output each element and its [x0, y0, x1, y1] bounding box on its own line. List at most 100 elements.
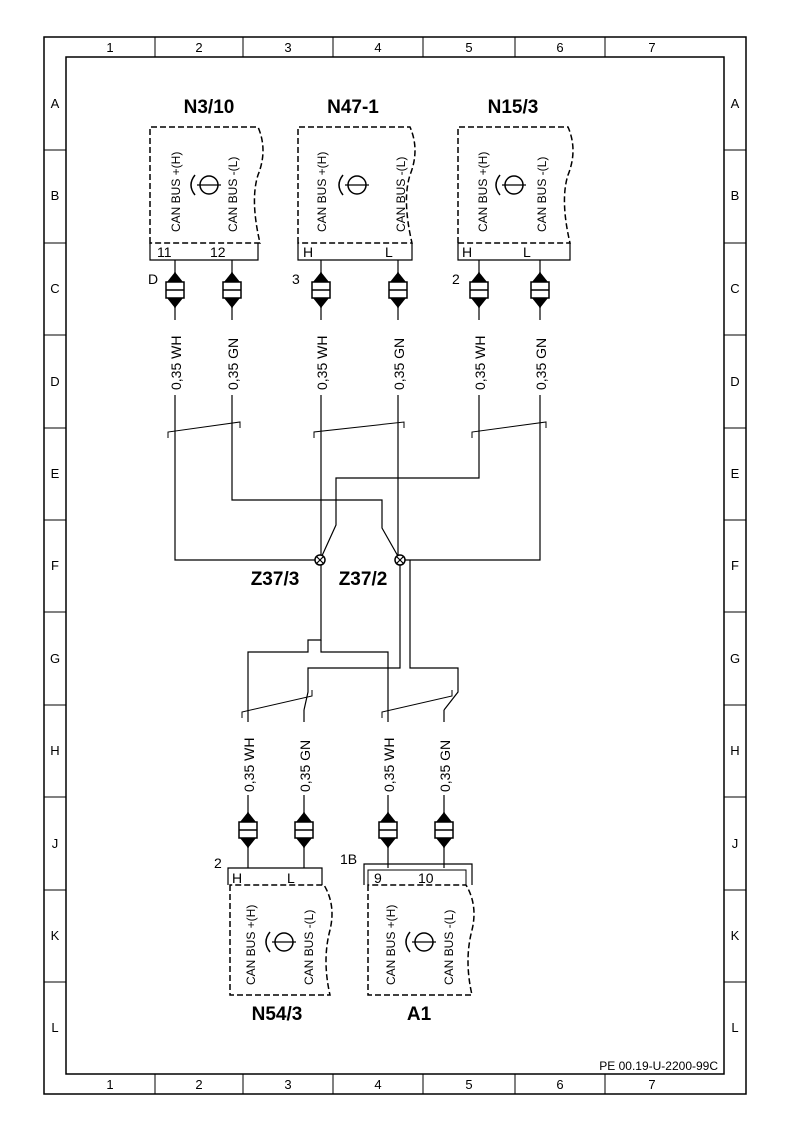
twisted-pair-marker	[167, 421, 547, 718]
module-name-a1: A1	[407, 1004, 432, 1025]
col-label-bottom: 6	[556, 1077, 563, 1092]
bus-low-label: CAN BUS -(L)	[302, 910, 316, 985]
row-label-left: D	[50, 374, 59, 389]
pin-high-n47-1: H	[303, 244, 313, 260]
bus-low-label: CAN BUS -(L)	[535, 157, 549, 232]
wire-label-gn: 0,35 GN	[533, 338, 549, 390]
splice-point-icon	[394, 554, 406, 566]
col-label-bottom: 5	[465, 1077, 472, 1092]
pin-low-n3-10: 12	[210, 244, 226, 260]
row-label-right: B	[731, 188, 740, 203]
pin-low-n47-1: L	[385, 244, 393, 260]
pin-high-n15-3: H	[462, 244, 472, 260]
wire-label-wh: 0,35 WH	[241, 738, 257, 792]
col-label-bottom: 1	[106, 1077, 113, 1092]
col-label-top: 1	[106, 40, 113, 55]
wire-label-wh: 0,35 WH	[472, 336, 488, 390]
wire-label-gn: 0,35 GN	[437, 740, 453, 792]
row-label-right: C	[730, 281, 739, 296]
plug-connector-icon	[238, 811, 258, 849]
col-label-bottom: 2	[195, 1077, 202, 1092]
connector-label-n15-3: 2	[452, 271, 460, 287]
pin-low-n54-3: L	[287, 870, 295, 886]
plug-connector-icon	[311, 271, 331, 309]
wire-label-wh: 0,35 WH	[314, 336, 330, 390]
col-label-bottom: 7	[648, 1077, 655, 1092]
row-label-left: A	[51, 96, 60, 111]
bus-high-label: CAN BUS +(H)	[169, 152, 183, 232]
bus-low-label: CAN BUS -(L)	[394, 157, 408, 232]
sheet-border	[43, 36, 747, 1095]
plug-connector-icon	[165, 271, 185, 309]
plug-connector-icon	[222, 271, 242, 309]
control-unit-symbol-icon	[338, 174, 370, 196]
plug-connector-icon	[378, 811, 398, 849]
bus-high-label: CAN BUS +(H)	[476, 152, 490, 232]
pin-high-n3-10: 11	[157, 244, 172, 260]
row-label-right: J	[732, 836, 739, 851]
plug-connector-icon	[388, 271, 408, 309]
splice-point-icon	[314, 554, 326, 566]
plug-connector-icon	[434, 811, 454, 849]
document-number: PE 00.19-U-2200-99C	[599, 1059, 718, 1073]
row-label-right: H	[730, 743, 739, 758]
row-label-left: G	[50, 651, 60, 666]
wire-network	[174, 260, 541, 868]
wire-label-wh: 0,35 WH	[168, 336, 184, 390]
row-label-right: G	[730, 651, 740, 666]
connector-label-a1: 1B	[340, 851, 357, 867]
col-label-top: 6	[556, 40, 563, 55]
control-unit-symbol-icon	[405, 931, 437, 953]
wire-label-wh: 0,35 WH	[381, 738, 397, 792]
row-label-left: K	[51, 928, 60, 943]
col-label-bottom: 3	[284, 1077, 291, 1092]
plug-connector-icon	[469, 271, 489, 309]
module-outline-n54-3	[229, 884, 333, 996]
col-label-top: 5	[465, 40, 472, 55]
row-label-left: F	[51, 558, 59, 573]
col-label-top: 3	[284, 40, 291, 55]
connector-label-n3-10: D	[148, 271, 158, 287]
wire-label-gn: 0,35 GN	[225, 338, 241, 390]
module-outline-n3-10	[149, 126, 264, 244]
module-outline-n15-3	[457, 126, 574, 244]
connector-label-n54-3: 2	[214, 855, 222, 871]
connector-label-n47-1: 3	[292, 271, 300, 287]
col-label-bottom: 4	[374, 1077, 381, 1092]
row-label-right: K	[731, 928, 740, 943]
pin-high-a1: 9	[374, 870, 382, 886]
bus-high-label: CAN BUS +(H)	[315, 152, 329, 232]
module-name-n15-3: N15/3	[488, 97, 539, 118]
col-label-top: 2	[195, 40, 202, 55]
row-label-left: B	[51, 188, 60, 203]
bus-high-label: CAN BUS +(H)	[384, 905, 398, 985]
row-label-left: C	[50, 281, 59, 296]
wire-label-gn: 0,35 GN	[297, 740, 313, 792]
row-label-right: F	[731, 558, 739, 573]
row-label-right: E	[731, 466, 740, 481]
plug-connector-icon	[530, 271, 550, 309]
plug-connector-icon	[294, 811, 314, 849]
row-label-right: A	[731, 96, 740, 111]
control-unit-symbol-icon	[495, 174, 527, 196]
row-label-left: E	[51, 466, 60, 481]
wire-label-gn: 0,35 GN	[391, 338, 407, 390]
row-label-left: J	[52, 836, 59, 851]
module-outline-a1	[367, 884, 475, 996]
control-unit-symbol-icon	[265, 931, 297, 953]
row-label-right: D	[730, 374, 739, 389]
module-name-n54-3: N54/3	[252, 1004, 303, 1025]
module-outline-n47-1	[297, 126, 416, 244]
splice-label-z37-2: Z37/2	[339, 569, 388, 590]
pin-high-n54-3: H	[232, 870, 242, 886]
module-name-n47-1: N47-1	[327, 97, 379, 118]
col-label-top: 7	[648, 40, 655, 55]
col-label-top: 4	[374, 40, 381, 55]
drawing-frame	[65, 56, 725, 1075]
row-label-right: L	[731, 1020, 738, 1035]
pin-low-n15-3: L	[523, 244, 531, 260]
row-label-left: L	[51, 1020, 58, 1035]
bus-high-label: CAN BUS +(H)	[244, 905, 258, 985]
row-label-left: H	[50, 743, 59, 758]
